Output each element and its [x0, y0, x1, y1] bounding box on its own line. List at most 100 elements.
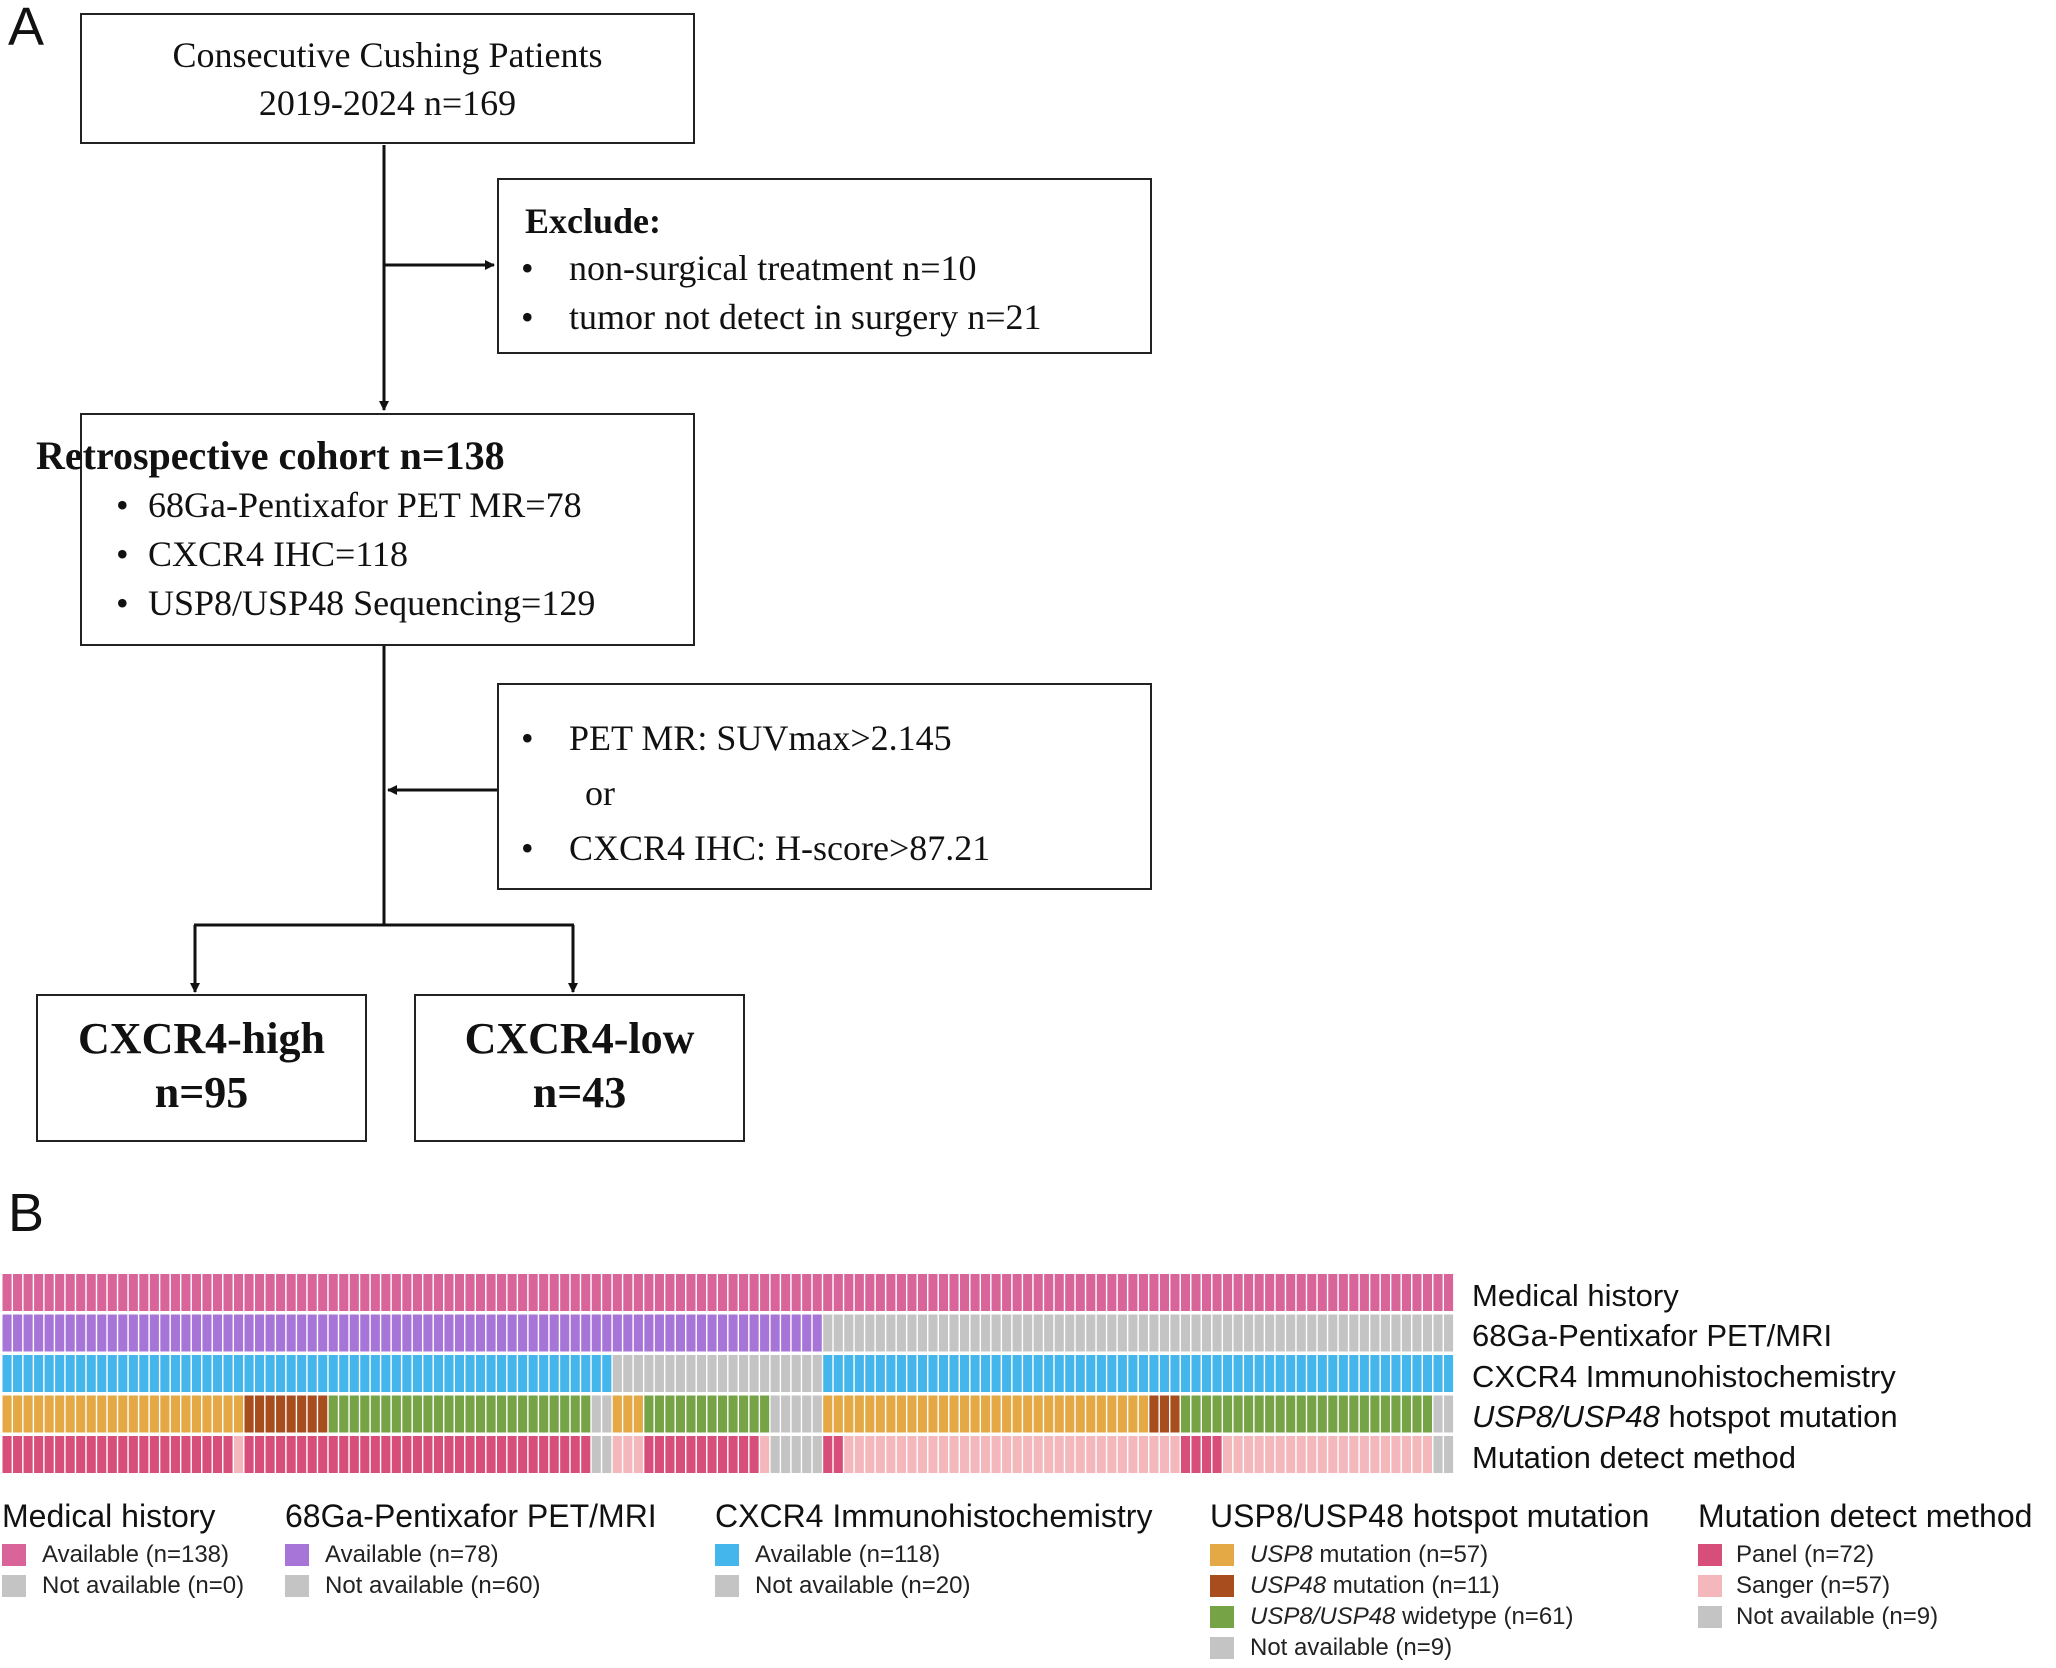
track-cell-pet-pet — [286, 1314, 296, 1352]
track-cell-medical-medical — [991, 1274, 1001, 1311]
track-cell-method-na — [781, 1436, 791, 1473]
track-cell-mutation-usp8 — [1086, 1395, 1096, 1433]
track-cell-method-panel — [55, 1436, 65, 1473]
track-cell-method-panel — [518, 1436, 528, 1473]
track-cell-method-panel — [318, 1436, 328, 1473]
track-cell-ihc-ihc — [233, 1355, 244, 1392]
track-cell-ihc-na — [739, 1355, 749, 1392]
track-cell-ihc-ihc — [86, 1355, 96, 1392]
track-cell-pet-na — [1433, 1314, 1443, 1352]
track-cell-pet-na — [1265, 1314, 1275, 1352]
track-cell-mutation-wild — [1317, 1395, 1327, 1433]
track-cell-mutation-wild — [423, 1395, 433, 1433]
track-cell-pet-na — [1275, 1314, 1285, 1352]
track-cell-pet-pet — [370, 1314, 380, 1352]
track-cell-medical-medical — [770, 1274, 780, 1311]
track-cell-method-sanger — [1149, 1436, 1159, 1473]
legend-label: Available (n=118) — [755, 1540, 941, 1568]
track-cell-medical-medical — [318, 1274, 328, 1311]
track-cell-ihc-ihc — [1033, 1355, 1043, 1392]
track-cell-ihc-ihc — [1086, 1355, 1096, 1392]
track-cell-pet-na — [1443, 1314, 1454, 1352]
track-cell-ihc-ihc — [454, 1355, 465, 1392]
track-cell-pet-na — [1370, 1314, 1380, 1352]
track-cell-ihc-ihc — [423, 1355, 433, 1392]
track-cell-method-sanger — [1380, 1436, 1390, 1473]
track-cell-method-sanger — [917, 1436, 928, 1473]
track-cell-medical-medical — [23, 1274, 33, 1311]
track-cell-ihc-ihc — [486, 1355, 496, 1392]
track-cell-ihc-ihc — [865, 1355, 875, 1392]
track-cell-ihc-na — [749, 1355, 759, 1392]
track-cell-ihc-ihc — [1391, 1355, 1401, 1392]
track-cell-ihc-ihc — [160, 1355, 170, 1392]
track-cell-pet-na — [1096, 1314, 1106, 1352]
track-cell-method-na — [770, 1436, 780, 1473]
track-cell-method-panel — [65, 1436, 75, 1473]
legend-label: USP8/USP48 widetype (n=61) — [1250, 1603, 1574, 1631]
track-cell-medical-medical — [696, 1274, 707, 1311]
track-cell-method-panel — [444, 1436, 454, 1473]
cxcr4-high-box: CXCR4-high n=95 — [36, 994, 367, 1142]
track-cell-medical-medical — [497, 1274, 507, 1311]
track-cell-pet-pet — [318, 1314, 328, 1352]
track-cell-pet-pet — [255, 1314, 265, 1352]
track-cell-method-panel — [665, 1436, 675, 1473]
legend-mutation-title: USP8/USP48 hotspot mutation — [1210, 1498, 1650, 1534]
track-cell-pet-na — [1286, 1314, 1296, 1352]
track-cell-pet-pet — [349, 1314, 359, 1352]
track-cell-method-panel — [707, 1436, 717, 1473]
track-cell-ihc-ihc — [391, 1355, 401, 1392]
track-cell-method-sanger — [1328, 1436, 1338, 1473]
track-cell-method-panel — [696, 1436, 707, 1473]
track-cell-method-sanger — [1338, 1436, 1348, 1473]
track-cell-mutation-na — [602, 1395, 612, 1433]
track-cell-mutation-usp8 — [896, 1395, 906, 1433]
track-cell-pet-pet — [475, 1314, 486, 1352]
track-cell-mutation-usp8 — [949, 1395, 959, 1433]
track-cell-mutation-usp8 — [1065, 1395, 1075, 1433]
track-cell-pet-pet — [444, 1314, 454, 1352]
track-cell-method-sanger — [1265, 1436, 1275, 1473]
track-cell-pet-na — [1054, 1314, 1064, 1352]
track-cell-medical-medical — [1338, 1274, 1348, 1311]
track-cell-method-sanger — [959, 1436, 970, 1473]
track-cell-ihc-na — [770, 1355, 780, 1392]
track-cell-mutation-wild — [339, 1395, 349, 1433]
track-cell-ihc-ihc — [949, 1355, 959, 1392]
track-cell-pet-na — [1349, 1314, 1359, 1352]
track-cell-pet-na — [1128, 1314, 1138, 1352]
exclude-list: non-surgical treatment n=10 tumor not de… — [499, 244, 1150, 342]
track-cell-ihc-ihc — [44, 1355, 54, 1392]
track-cell-pet-pet — [665, 1314, 675, 1352]
track-cell-ihc-ihc — [349, 1355, 359, 1392]
track-cell-method-sanger — [1349, 1436, 1359, 1473]
track-cell-medical-medical — [1054, 1274, 1064, 1311]
track-cell-mutation-usp48 — [286, 1395, 296, 1433]
track-cell-medical-medical — [1191, 1274, 1201, 1311]
track-cell-method-sanger — [1065, 1436, 1075, 1473]
track-cell-ihc-ihc — [1075, 1355, 1085, 1392]
track-cell-method-panel — [391, 1436, 401, 1473]
track-cell-pet-na — [844, 1314, 854, 1352]
legend-swatch-na — [1210, 1636, 1234, 1659]
track-cell-ihc-ihc — [55, 1355, 65, 1392]
track-cell-method-panel — [212, 1436, 223, 1473]
track-cell-medical-medical — [349, 1274, 359, 1311]
track-cell-medical-medical — [781, 1274, 791, 1311]
track-cell-pet-pet — [23, 1314, 33, 1352]
track-cell-mutation-wild — [486, 1395, 496, 1433]
track-cell-method-sanger — [896, 1436, 906, 1473]
track-cell-mutation-wild — [518, 1395, 528, 1433]
track-cell-method-panel — [507, 1436, 517, 1473]
track-cell-method-sanger — [1107, 1436, 1117, 1473]
track-cell-mutation-usp48 — [307, 1395, 317, 1433]
track-cell-ihc-ihc — [1422, 1355, 1433, 1392]
track-cell-method-sanger — [612, 1436, 622, 1473]
track-cell-ihc-ihc — [1170, 1355, 1180, 1392]
track-cell-medical-medical — [591, 1274, 601, 1311]
track-cell-medical-medical — [181, 1274, 191, 1311]
track-cell-mutation-wild — [1422, 1395, 1433, 1433]
track-cell-pet-pet — [181, 1314, 191, 1352]
track-cell-ihc-ihc — [402, 1355, 412, 1392]
